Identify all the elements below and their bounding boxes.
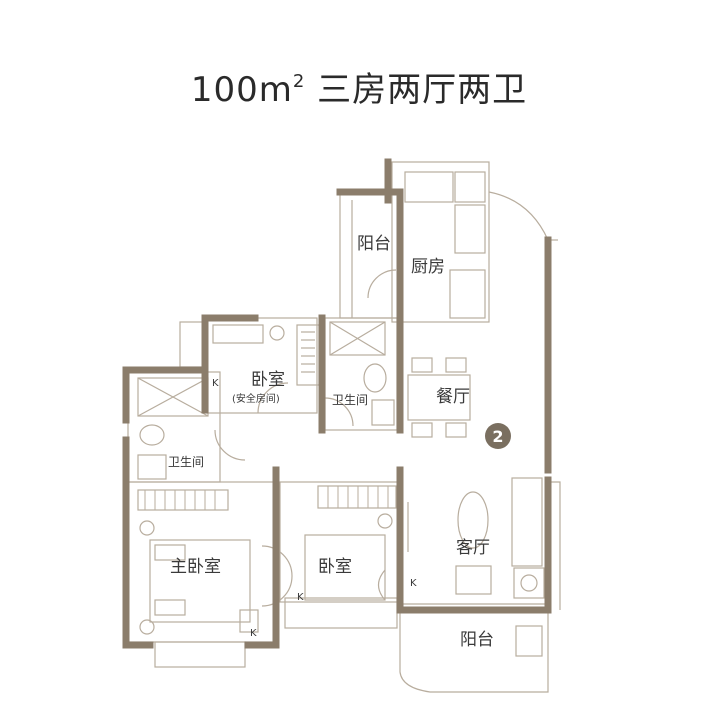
label-master-bedroom: 主卧室 (170, 557, 221, 577)
area-value: 100m (190, 70, 293, 110)
label-bathroom-center: 卫生间 (332, 393, 368, 407)
label-bedroom-mid: 卧室 (318, 557, 352, 577)
label-kitchen: 厨房 (411, 257, 445, 277)
plan-title: 100m2 三房两厅两卫 (0, 62, 718, 111)
label-safe-room: (安全房间) (232, 392, 280, 405)
label-bedroom-small: 卧室 (251, 370, 285, 390)
label-living: 客厅 (456, 538, 490, 558)
label-bathroom-left: 卫生间 (168, 455, 204, 469)
marker-k-1: K (212, 378, 219, 389)
label-dining: 餐厅 (436, 387, 470, 407)
main-walls (122, 158, 552, 649)
area-unit-sup: 2 (292, 71, 306, 92)
wardrobe-hatching (144, 486, 389, 510)
marker-k-3: K (297, 592, 304, 603)
unit-badge-number: 2 (492, 427, 503, 446)
label-balcony-bottom: 阳台 (460, 630, 494, 650)
marker-k-4: K (250, 628, 257, 639)
unit-badge: 2 (485, 423, 511, 449)
label-balcony-top: 阳台 (357, 234, 391, 254)
layout-text: 三房两厅两卫 (317, 70, 528, 110)
marker-k-2: K (410, 578, 417, 589)
